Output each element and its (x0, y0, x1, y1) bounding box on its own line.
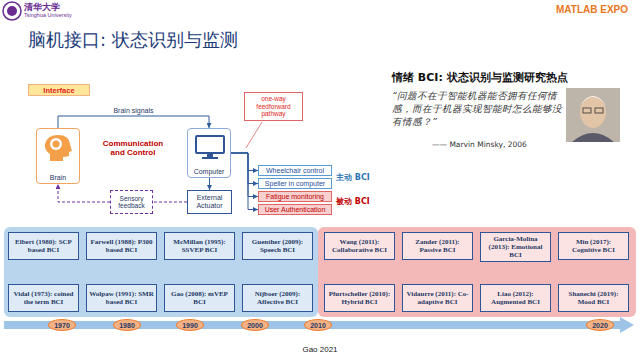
quote-text: “问题不在于智能机器能否拥有任何情感，而在于机器实现智能时怎么能够没有情感？” (392, 90, 562, 128)
node-text: Vidal (1973): coined the term BCI (11, 290, 76, 306)
node-text: Min (2017): Cognitive BCI (561, 238, 626, 254)
connector (231, 153, 258, 184)
node-text: External Actuator (189, 194, 230, 210)
brain-box: Brain (36, 128, 80, 184)
node-text: Computer (194, 168, 225, 175)
node-text: 1990 (182, 322, 198, 329)
edge-label: Brain signals (111, 107, 155, 114)
milestone-box: Garcia-Molina (2013): Emotional BCI (480, 232, 551, 262)
node-text: Pfurtscheller (2010): Hybrid BCI (327, 290, 392, 306)
milestone-box: Wang (2011): Collaborative BCI (324, 232, 395, 260)
callout-leader (246, 122, 262, 148)
portrait-face (580, 96, 606, 128)
node-text: 2020 (592, 322, 608, 329)
portrait-hair (580, 96, 606, 106)
milestone-box: Vidal (1973): coined the term BCI (8, 284, 79, 312)
node-text: Interface (43, 86, 74, 95)
year-marker: 2000 (241, 319, 269, 331)
actuator-box: External Actuator (187, 190, 232, 214)
node-text: Garcia-Molina (2013): Emotional BCI (483, 235, 548, 259)
connector (231, 153, 258, 210)
node-text: Gao (2008): mVEP BCI (167, 290, 232, 306)
computer-icon (194, 134, 226, 160)
milestone-box: Zander (2011): Passive BCI (402, 232, 473, 260)
feedback-box: Sensory feedback (110, 190, 153, 214)
node-text: 1980 (119, 322, 135, 329)
milestone-box: Liao (2012): Augmented BCI (480, 284, 551, 312)
active-output-box: Wheelchair control (258, 165, 332, 176)
portrait-glasses (583, 108, 591, 113)
milestone-box: Wolpaw (1991): SMR based BCI (86, 284, 157, 312)
section-heading: 情绪 BCI: 状态识别与监测研究热点 (392, 70, 568, 85)
node-text: 2000 (247, 322, 263, 329)
computer-box: Computer (187, 128, 231, 178)
node-text: Zander (2011): Passive BCI (405, 238, 470, 254)
milestone-box: McMillan (1995): SSVEP BCI (164, 232, 235, 260)
university-emblem (3, 2, 21, 20)
source-caption: Gao 2021 (270, 345, 370, 354)
milestone-box: Vidaurre (2011): Co-adaptive BCI (402, 284, 473, 312)
node-text: Wheelchair control (266, 167, 324, 174)
milestone-box: Gao (2008): mVEP BCI (164, 284, 235, 312)
quote-attribution: —— Marvin Minsky, 2006 (432, 140, 527, 149)
node-text: Shanechi (2019): Mood BCI (561, 290, 626, 306)
center-label: Communication and Control (102, 139, 164, 157)
category-label: 被动 BCI (336, 196, 370, 207)
milestone-box: Farwell (1988): P300 based BCI (86, 232, 157, 260)
portrait-photo (566, 88, 620, 142)
milestone-box: Shanechi (2019): Mood BCI (558, 284, 629, 312)
milestone-box: Pfurtscheller (2010): Hybrid BCI (324, 284, 395, 312)
milestone-box: Min (2017): Cognitive BCI (558, 232, 629, 260)
year-marker: 2020 (586, 319, 614, 331)
node-text: Farwell (1988): P300 based BCI (89, 238, 154, 254)
active-output-box: Speller in computer (258, 178, 332, 189)
portrait-shirt (572, 133, 614, 142)
connector (58, 116, 209, 128)
node-text: 1970 (54, 322, 70, 329)
connector (58, 184, 110, 202)
node-text: Liao (2012): Augmented BCI (483, 290, 548, 306)
passive-output-box: Fatigue monitoring (258, 191, 332, 202)
node-text: Wang (2011): Collaborative BCI (327, 238, 392, 254)
connector (153, 202, 187, 203)
node-text: Wolpaw (1991): SMR based BCI (89, 290, 154, 306)
active-bci-band (4, 227, 318, 317)
passive-bci-band (318, 227, 636, 317)
university-emblem-core (7, 6, 17, 16)
year-marker: 1990 (176, 319, 204, 331)
milestone-box: Nijboer (2009): Affective BCI (242, 284, 313, 312)
year-marker: 1970 (48, 319, 76, 331)
node-text: Nijboer (2009): Affective BCI (245, 290, 310, 306)
node-text: Fatigue monitoring (266, 193, 324, 200)
node-text: Sensory feedback (112, 195, 151, 210)
passive-output-box: User Authentication (258, 204, 332, 215)
year-marker: 1980 (113, 319, 141, 331)
category-label: 主动 BCI (336, 172, 370, 183)
slide-title: 脑机接口: 状态识别与监测 (28, 28, 238, 52)
university-name-en: Tsinghua University (24, 12, 72, 18)
section-tag: Interface (28, 84, 90, 96)
connector (209, 178, 210, 190)
event-logo: MATLAB EXPO (556, 4, 628, 15)
milestone-box: Guenther (2009): Speech BCI (242, 232, 313, 260)
node-text: Elbert (1980): SCP based BCI (11, 238, 76, 254)
timeline-arrow (4, 317, 634, 333)
node-text: 2010 (310, 322, 326, 329)
node-text: McMillan (1995): SSVEP BCI (167, 238, 232, 254)
portrait-glasses (595, 108, 603, 113)
head-icon (41, 133, 75, 163)
connector (231, 153, 258, 197)
node-text: Speller in computer (265, 180, 325, 187)
year-marker: 2010 (304, 319, 332, 331)
node-text: Brain (50, 174, 66, 181)
node-text: Vidaurre (2011): Co-adaptive BCI (405, 290, 470, 306)
node-text: User Authentication (265, 206, 326, 213)
node-text: one-way feedforward pathway (247, 95, 300, 118)
callout-box: one-way feedforward pathway (244, 92, 303, 121)
connector (231, 153, 258, 171)
milestone-box: Elbert (1980): SCP based BCI (8, 232, 79, 260)
node-text: Guenther (2009): Speech BCI (245, 238, 310, 254)
